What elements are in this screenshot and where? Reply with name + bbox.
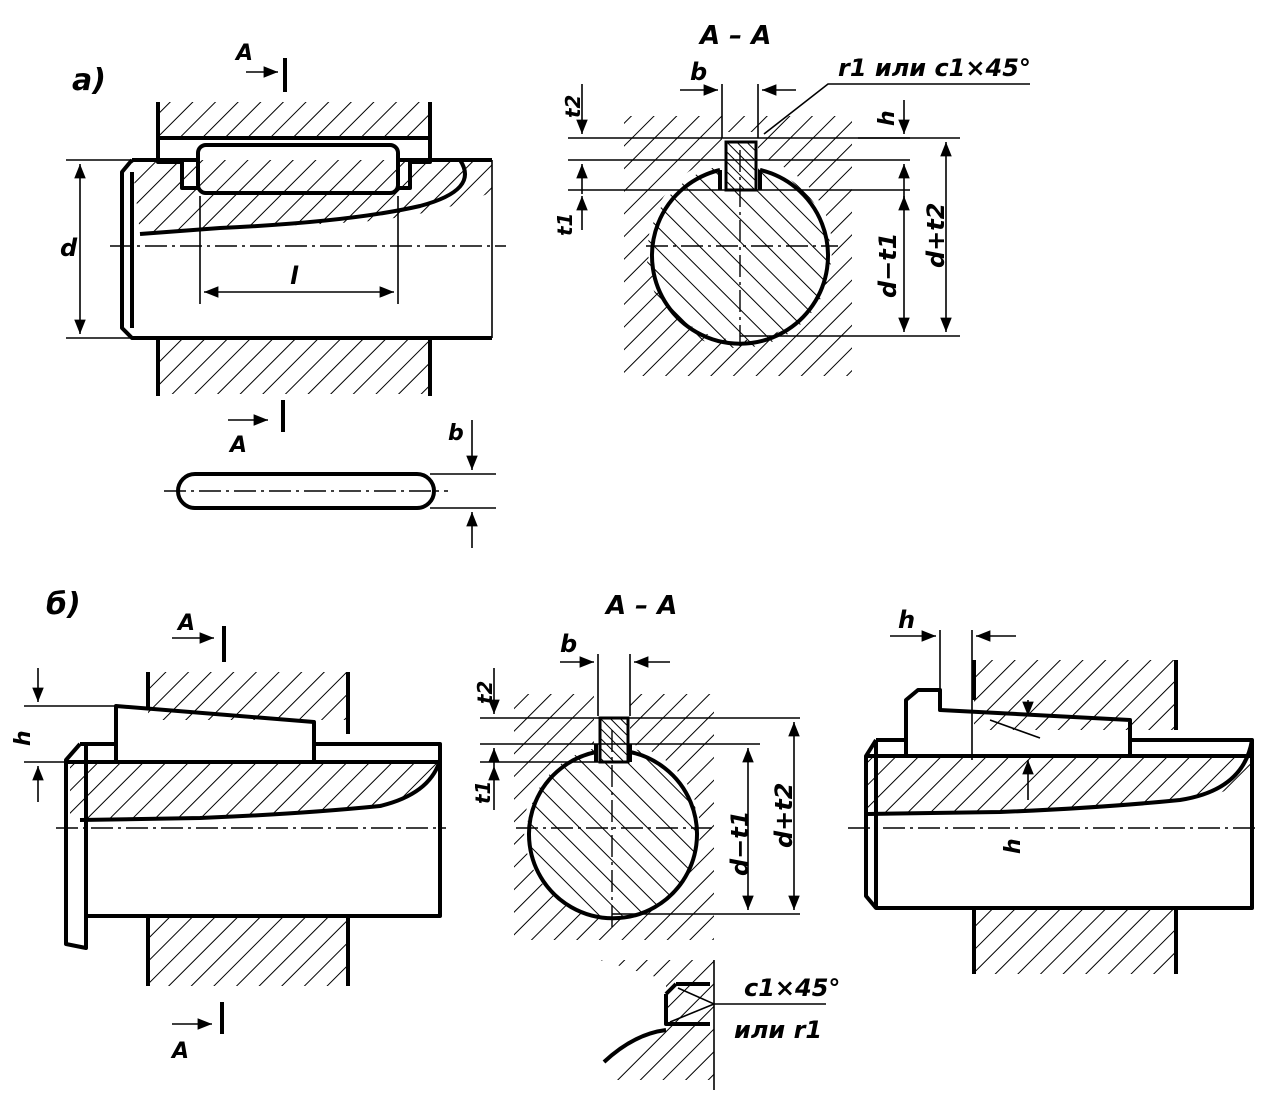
section-marker-a-bottom: A [228, 400, 285, 458]
dim-t2-label: t2 [561, 95, 585, 118]
shaft-a [120, 158, 493, 340]
dim-t1-label: t1 [553, 213, 577, 236]
dim-l: l [199, 196, 399, 304]
dim-d: d [60, 159, 136, 339]
dim-h-label: h [11, 730, 36, 746]
hub-bottom-a [156, 338, 432, 396]
dim-b-label: b [560, 630, 577, 658]
figure-a: а) A [60, 41, 506, 548]
section-marker-b-bottom: A [170, 1002, 224, 1064]
dim-l-label: l [290, 262, 299, 290]
figure-a-label: а) [72, 63, 106, 98]
detail-chamfer-label: c1×45° [744, 974, 840, 1002]
section-b: А – А t2 t1 b d−t1 d+t2 [471, 591, 840, 1090]
section-letter: A [170, 1039, 189, 1064]
dim-t2-label: t2 [473, 681, 497, 704]
dim-d-label: d [60, 234, 78, 262]
section-b-title: А – А [604, 591, 677, 621]
figure-b-label: б) [46, 587, 81, 622]
detail-chamfer: c1×45° или r1 [600, 960, 840, 1090]
section-letter: A [228, 433, 247, 458]
dim-d-plus-t2-label: d+t2 [922, 203, 950, 268]
section-letter: A [234, 41, 253, 66]
section-a: А – А t2 t1 b r1 [553, 21, 1031, 376]
dim-h-label: h [875, 110, 900, 126]
figure-b-third-view: h h [848, 606, 1258, 974]
dim-b-label: b [690, 58, 707, 86]
third-view-h-top-label: h [898, 606, 915, 634]
section-marker-b-top: A [172, 611, 226, 662]
dim-d-plus-t2-label: d+t2 [770, 783, 798, 848]
figure-b: б) A h A [11, 587, 446, 1064]
key-plan-a: b [164, 420, 496, 548]
section-a-title: А – А [698, 21, 771, 51]
dim-t1-label: t1 [471, 781, 495, 804]
key-plan-b-label: b [448, 421, 464, 446]
section-letter: A [176, 611, 195, 636]
third-view-h-vertical-label: h [1001, 838, 1026, 854]
detail-or-r1-label: или r1 [734, 1016, 822, 1044]
key-a [196, 143, 400, 195]
callout-fillet: r1 или c1×45° [838, 54, 1031, 82]
section-marker-a-top: A [234, 41, 287, 92]
dim-d-minus-t1-label: d−t1 [874, 233, 902, 298]
dim-d-minus-t1-label: d−t1 [726, 811, 754, 876]
